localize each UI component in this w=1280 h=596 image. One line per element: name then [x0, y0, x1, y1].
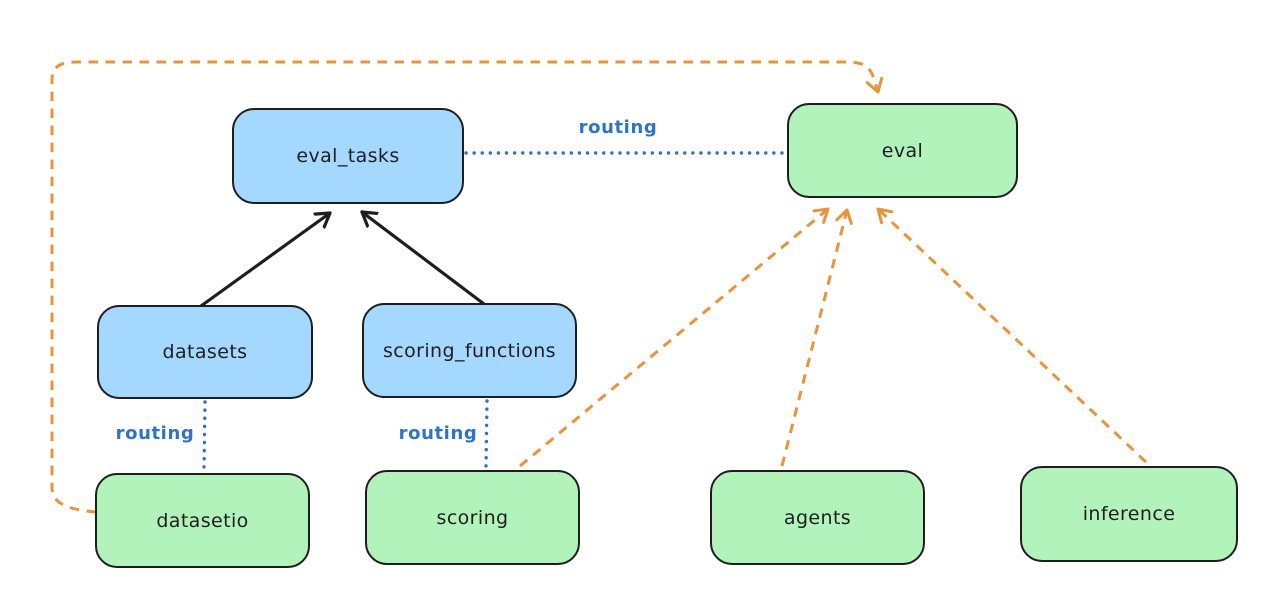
node-agents-label: agents	[783, 506, 852, 529]
edge-datasets-to-datasetio-routing	[202, 400, 207, 472]
node-datasetio[interactable]: datasetio	[95, 473, 310, 568]
edge-datasets-to-eval-tasks	[199, 211, 332, 308]
node-scoring-functions-label: scoring_functions	[383, 339, 556, 362]
node-inference[interactable]: inference	[1020, 466, 1238, 562]
edge-datasetio-to-eval	[50, 60, 884, 514]
node-scoring-label: scoring	[436, 506, 509, 529]
node-scoring-functions[interactable]: scoring_functions	[362, 303, 577, 398]
edge-inference-to-eval	[876, 207, 1148, 464]
node-datasets[interactable]: datasets	[97, 305, 313, 399]
node-datasets-label: datasets	[162, 341, 248, 363]
edge-agents-to-eval	[780, 208, 853, 467]
edge-label-routing-datasets-datasetio: routing	[115, 423, 195, 444]
edge-scoring-functions-to-scoring-routing	[484, 399, 489, 470]
node-eval-tasks[interactable]: eval_tasks	[232, 108, 464, 204]
node-agents[interactable]: agents	[710, 470, 925, 565]
node-eval-tasks-label: eval_tasks	[296, 145, 400, 167]
node-eval-label: eval	[881, 139, 924, 162]
node-inference-label: inference	[1082, 503, 1176, 525]
edge-scoring-functions-to-eval-tasks	[360, 210, 486, 306]
node-scoring[interactable]: scoring	[365, 470, 580, 565]
node-eval[interactable]: eval	[787, 103, 1018, 198]
edge-label-routing-scoring-functions-scoring: routing	[398, 423, 478, 444]
node-datasetio-label: datasetio	[156, 509, 249, 532]
edge-label-routing-eval-tasks-eval: routing	[578, 117, 658, 138]
